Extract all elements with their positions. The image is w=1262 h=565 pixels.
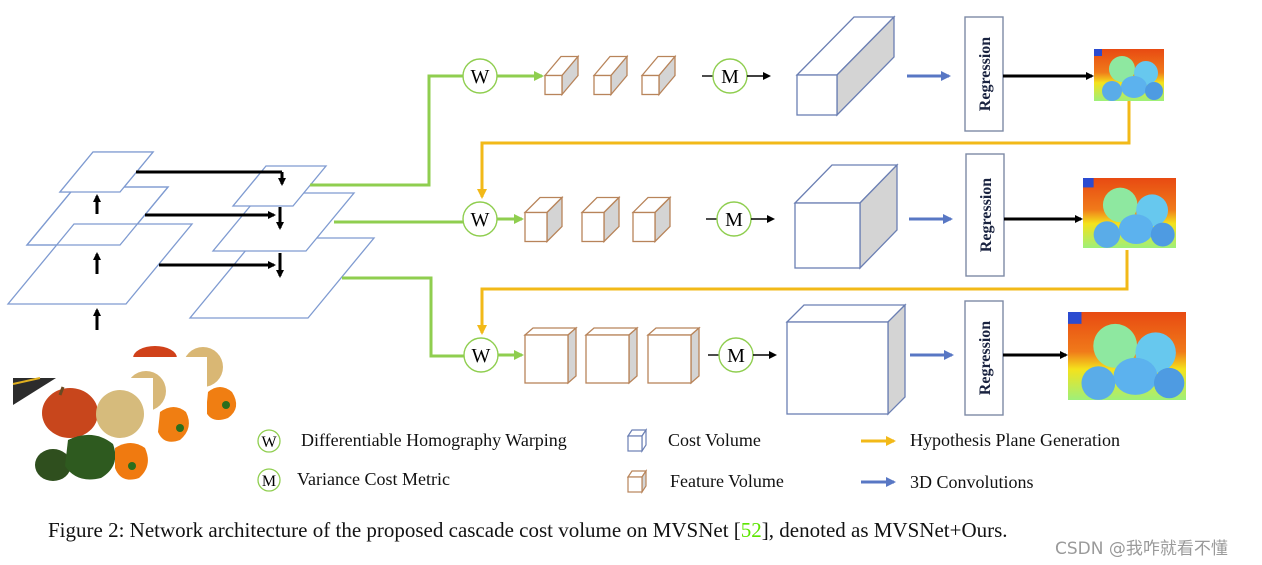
depth-map-blob: [1093, 323, 1138, 368]
depth-map-corner: [1068, 312, 1082, 324]
legend-warp-label: Differentiable Homography Warping: [301, 430, 567, 450]
legend-conv-label: 3D Convolutions: [910, 472, 1034, 492]
feature-volume-front: [524, 334, 569, 384]
warp-node-label: W: [472, 345, 491, 367]
depth-map: [1083, 178, 1176, 248]
stage-2: W M Regression: [462, 153, 1176, 277]
watermark: CSDN @我咋就看不懂: [1055, 539, 1228, 559]
feature-volume: [584, 326, 639, 385]
feature-volume-side: [567, 326, 577, 385]
green-path-stage-3: [342, 276, 464, 358]
feature-volume: [646, 326, 701, 385]
legend-cost-volume-icon: [626, 428, 648, 453]
metric-node-label: M: [725, 209, 743, 231]
green-connectors: [310, 74, 464, 358]
regression-box: [964, 300, 1004, 416]
regression-label: Regression: [977, 321, 994, 395]
hypothesis-connectors: [477, 101, 1131, 335]
pyramid-left-plane-large: [6, 223, 194, 305]
legend-hypothesis-label: Hypothesis Plane Generation: [910, 430, 1120, 450]
feature-volume-front: [581, 211, 605, 243]
feature-volume: [523, 326, 578, 385]
cost-volume-side: [887, 303, 906, 416]
cost-volume: [793, 163, 899, 270]
depth-map-blob: [1153, 367, 1185, 399]
citation-link[interactable]: 52: [740, 518, 762, 542]
feature-volume: [640, 54, 677, 97]
depth-map-blob: [1109, 56, 1135, 82]
depth-map-blob: [1102, 187, 1138, 223]
cost-volume-top: [785, 304, 907, 323]
legend-feature-volume-icon: [626, 469, 648, 494]
legend-warp-icon: [257, 429, 281, 453]
cost-volume-front: [796, 74, 838, 116]
feature-volume-front: [544, 74, 563, 96]
depth-map-blob: [1113, 357, 1158, 395]
regression-label: Regression: [978, 178, 995, 252]
depth-map: [1068, 312, 1186, 400]
feature-volume: [523, 195, 564, 244]
cost-volume-front: [794, 202, 861, 269]
pyramid-right-plane-small: [231, 165, 328, 207]
metric-node-label: M: [727, 345, 745, 367]
depth-map-corner: [1094, 49, 1102, 56]
feature-volume: [592, 54, 629, 97]
depth-map-blob: [1145, 82, 1163, 100]
feature-volume: [631, 195, 672, 244]
feature-volume-front: [585, 334, 630, 384]
cost-volume: [785, 303, 907, 416]
stage-3: W M Regression: [463, 300, 1186, 416]
input-images: [12, 345, 237, 484]
cost-volume: [795, 15, 896, 117]
feature-volume-front: [593, 74, 612, 96]
depth-map-blob: [1093, 221, 1121, 248]
depth-map-blob: [1102, 81, 1122, 101]
feature-volume-front: [524, 211, 548, 243]
depth-map-corner: [1083, 178, 1094, 188]
feature-volume-side: [690, 326, 700, 385]
warp-node-label: W: [471, 66, 490, 88]
feature-volume-front: [632, 211, 656, 243]
warp-node-label: W: [471, 209, 490, 231]
cost-volume-front: [786, 321, 889, 415]
depth-map-blob: [1121, 76, 1147, 98]
feature-volume-side: [628, 326, 638, 385]
legend-feature-volume-label: Feature Volume: [670, 471, 784, 491]
yellow-path-1-to-2: [477, 101, 1131, 199]
yellow-path-2-to-3: [477, 250, 1129, 335]
depth-map-blob: [1081, 366, 1116, 400]
regression-label: Regression: [977, 37, 994, 111]
figure-caption: Figure 2: Network architecture of the pr…: [48, 518, 1008, 543]
depth-map-blob: [1118, 214, 1154, 244]
input-image-front: [12, 377, 153, 484]
depth-map-blob: [1150, 222, 1175, 247]
legend-warp-symbol: W: [261, 434, 277, 451]
depth-map: [1094, 49, 1164, 101]
caption-suffix: ], denoted as MVSNet+Ours.: [761, 518, 1008, 542]
feature-volume: [580, 195, 621, 244]
caption-prefix: Figure 2: Network architecture of the pr…: [48, 518, 741, 542]
legend-metric-icon: [257, 468, 281, 492]
legend-cost-volume-label: Cost Volume: [668, 430, 761, 450]
feature-volume: [543, 54, 580, 97]
legend-metric-symbol: M: [262, 473, 276, 490]
green-path-stage-1: [310, 74, 464, 187]
legend-icons: W M: [257, 428, 896, 494]
feature-volume-front: [641, 74, 660, 96]
metric-node-label: M: [721, 66, 739, 88]
feature-pyramid: [6, 151, 376, 330]
legend-metric-label: Variance Cost Metric: [297, 469, 450, 489]
stage-1: W M Regression: [462, 15, 1164, 132]
feature-volume-front: [647, 334, 692, 384]
regression-box: [965, 153, 1005, 277]
regression-box: [964, 16, 1004, 132]
